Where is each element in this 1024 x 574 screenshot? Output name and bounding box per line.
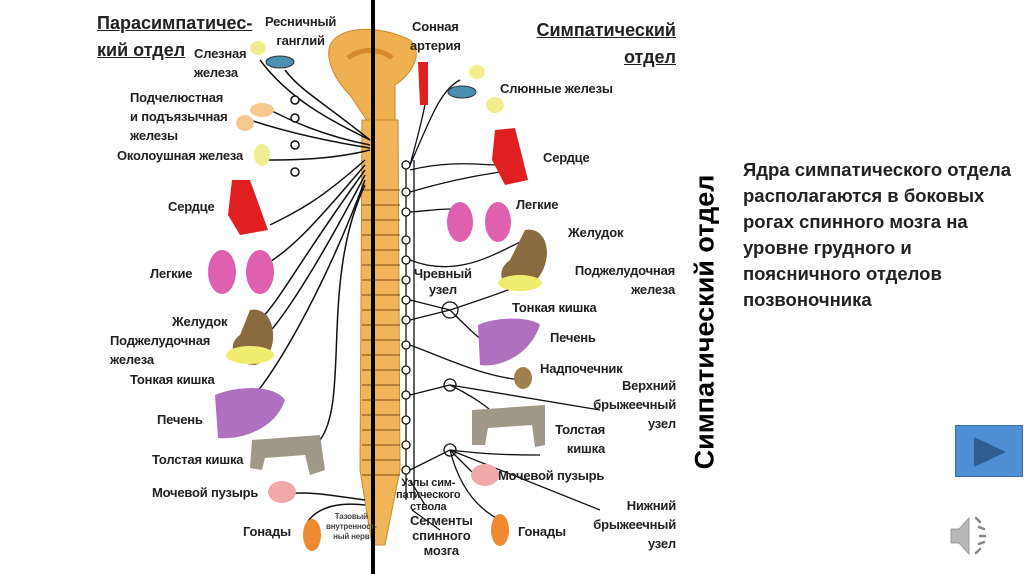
label-gonads-right: Гонады bbox=[518, 524, 566, 539]
next-slide-button[interactable] bbox=[955, 425, 1023, 477]
label-salivary-glands: Слюнные железы bbox=[500, 81, 613, 96]
speaker-icon[interactable] bbox=[945, 510, 1005, 562]
label-gonads-left: Гонады bbox=[243, 524, 291, 539]
label-stomach-left: Желудок bbox=[172, 314, 228, 329]
label-heart-left: Сердце bbox=[168, 199, 215, 214]
label-liver-right: Печень bbox=[550, 330, 596, 345]
label-large-intestine-left: Толстая кишка bbox=[152, 452, 244, 467]
sympathetic-trunk bbox=[401, 69, 601, 531]
label-adrenal-gland: Надпочечник bbox=[540, 361, 623, 376]
label-small-intestine-right: Тонкая кишка bbox=[512, 300, 597, 315]
parasympathetic-title-line2: кий отдел bbox=[97, 40, 186, 60]
label-bladder-right: Мочевой пузырь bbox=[498, 468, 605, 483]
label-liver-left: Печень bbox=[157, 412, 203, 427]
organs-left bbox=[208, 41, 325, 551]
vertical-slide-title: Симпатический отдел bbox=[689, 174, 720, 470]
label-stomach-right: Желудок bbox=[568, 225, 624, 240]
label-heart-right: Сердце bbox=[543, 150, 590, 165]
organs-right bbox=[418, 62, 547, 546]
play-triangle-icon bbox=[974, 437, 1006, 467]
label-small-intestine-left: Тонкая кишка bbox=[130, 372, 215, 387]
label-lungs-right: Легкие bbox=[516, 197, 559, 212]
parasympathetic-title-line1: Парасимпатичес- bbox=[97, 13, 253, 33]
parasympathetic-nerves bbox=[249, 59, 371, 541]
label-lungs-left: Легкие bbox=[150, 266, 193, 281]
label-bladder-left: Мочевой пузырь bbox=[152, 485, 259, 500]
slide-paragraph: Ядра симпатического отдела располагаются… bbox=[743, 159, 1012, 310]
label-parotid-gland: Околоушная железа bbox=[117, 148, 243, 163]
brain-and-spinal-cord bbox=[328, 28, 417, 546]
